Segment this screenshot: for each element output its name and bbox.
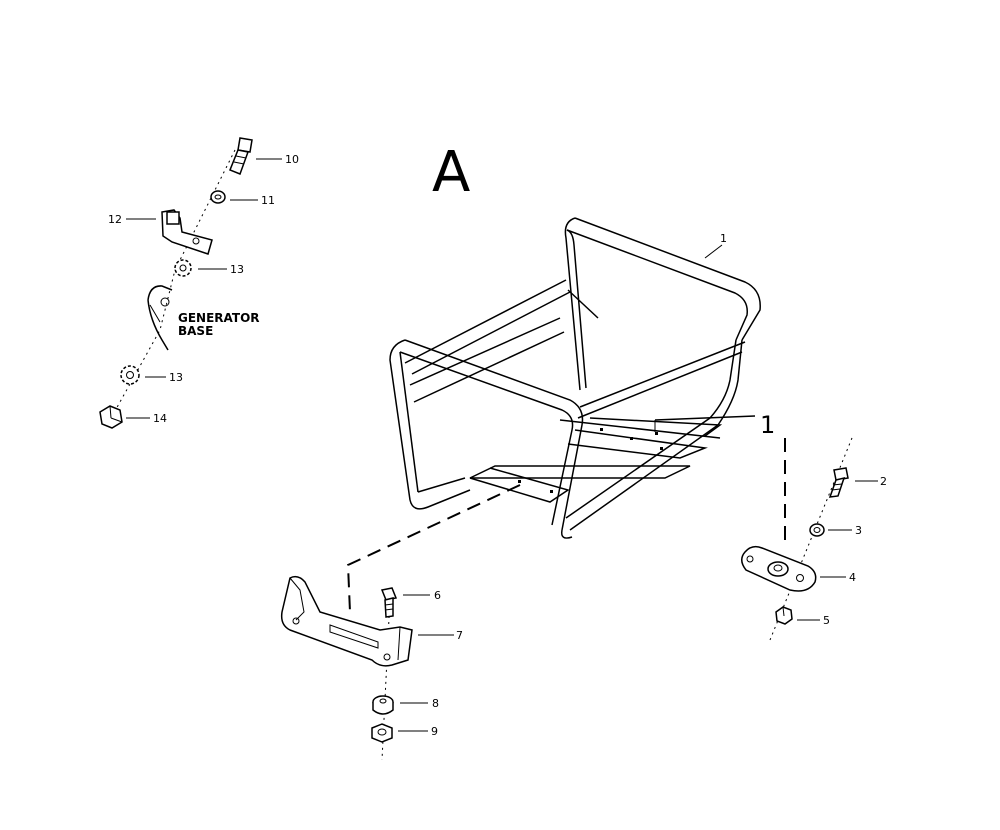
callout-6: 6 [434,589,441,602]
diagram-title: A [432,140,470,205]
bolt-6 [380,587,398,618]
callout-1-large: 1 [760,411,775,439]
callout-10: 10 [285,153,299,166]
callout-11: 11 [261,194,275,207]
callout-4: 4 [849,571,856,584]
bolt-10 [229,137,253,175]
nut-14 [99,405,123,429]
callout-8: 8 [432,697,439,710]
tubular-frame [389,217,761,539]
callout-1-small: 1 [720,232,727,245]
bracket-7 [280,575,413,667]
clip-12 [161,209,213,255]
callout-13-lower: 13 [169,371,183,384]
callout-3: 3 [855,524,862,537]
lockwasher-13b [120,365,140,385]
callout-5: 5 [823,614,830,627]
lockwasher-13a [174,259,192,277]
assembly-line-left [346,484,521,613]
nut-9 [371,723,393,743]
washer-11 [210,190,226,204]
callout-2: 2 [880,475,887,488]
isolator-8 [372,695,394,715]
washer-3 [809,523,825,537]
nut-5 [775,606,793,625]
bolt-2 [828,467,849,498]
generator-base-label-line2: BASE [178,324,213,338]
callout-9: 9 [431,725,438,738]
generator-base-fragment [147,285,173,351]
callout-14: 14 [153,412,167,425]
generator-base-label-line1: GENERATOR [178,311,260,325]
callout-12: 12 [108,213,122,226]
callout-7: 7 [456,629,463,642]
mount-plate-4 [741,545,817,592]
callout-13-upper: 13 [230,263,244,276]
